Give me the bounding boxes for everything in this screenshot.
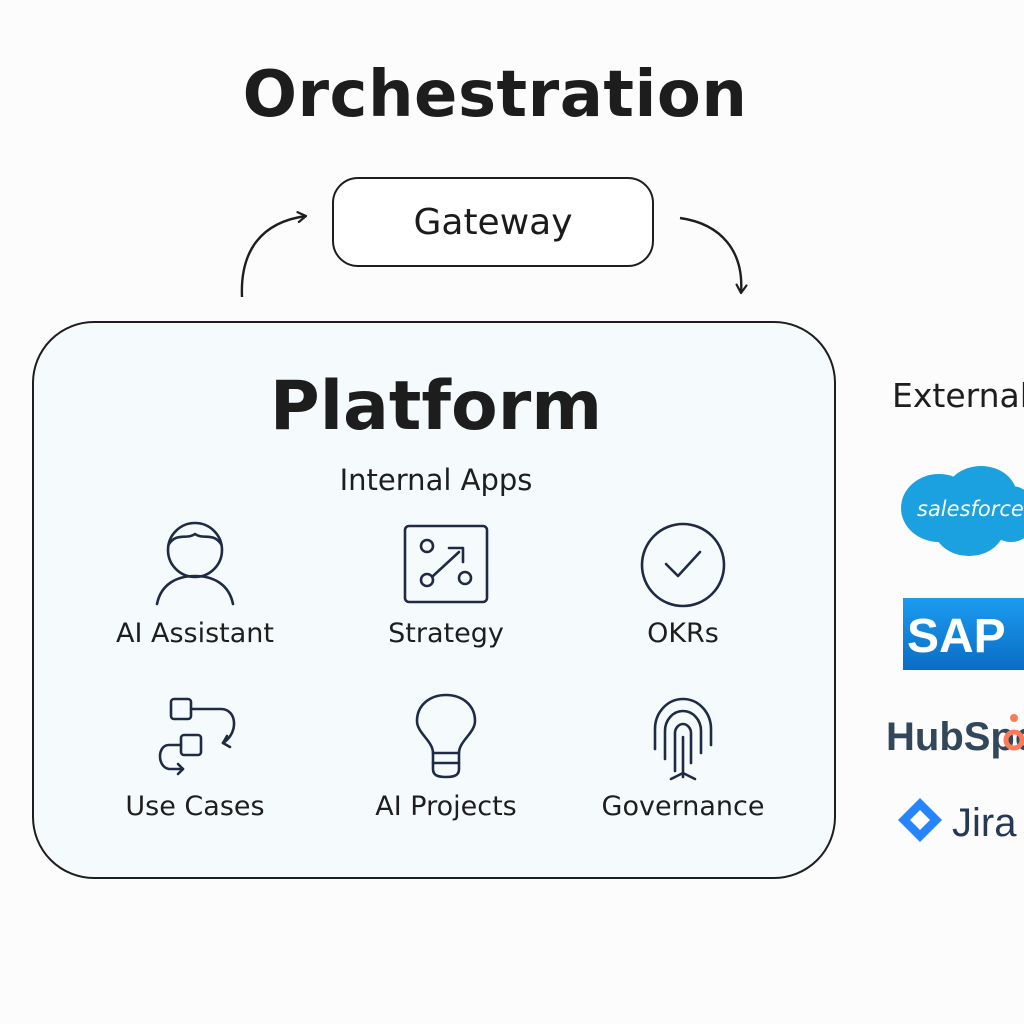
- person-icon: [65, 520, 325, 610]
- platform-title: Platform: [269, 367, 603, 446]
- sap-logo: SAP: [903, 598, 1024, 670]
- arrow-platform-to-gateway: [240, 216, 306, 298]
- salesforce-logo: salesforce: [899, 462, 1024, 560]
- jira-logo: Jira: [896, 796, 1024, 848]
- app-label: Use Cases: [125, 791, 265, 822]
- external-label: External: [892, 376, 1024, 415]
- app-label: AI Projects: [375, 791, 517, 822]
- hubspot-logo-text: HubSpot: [886, 715, 1024, 759]
- app-label: Strategy: [388, 618, 504, 649]
- app-label: OKRs: [647, 618, 719, 649]
- internal-apps-label: Internal Apps: [339, 463, 533, 497]
- gateway-node: Gateway: [332, 177, 654, 267]
- diagram-title: Orchestration: [242, 58, 748, 132]
- app-ai-assistant: AI Assistant: [65, 520, 325, 670]
- platform-node: Platform Internal Apps AI Assistant: [32, 321, 836, 879]
- fingerprint-icon: [553, 693, 813, 783]
- app-strategy: Strategy: [316, 520, 576, 670]
- sap-logo-text: SAP: [907, 610, 1006, 663]
- lightbulb-icon: [316, 693, 576, 783]
- app-label: AI Assistant: [115, 618, 275, 649]
- app-okrs: OKRs: [553, 520, 813, 670]
- strategy-board-icon: [316, 520, 576, 610]
- app-governance: Governance: [553, 693, 813, 843]
- gateway-label: Gateway: [413, 201, 573, 243]
- hubspot-logo: HubSpot: [886, 710, 1024, 766]
- app-label: Governance: [601, 791, 765, 822]
- check-circle-icon: [553, 520, 813, 610]
- app-use-cases: Use Cases: [65, 693, 325, 843]
- jira-logo-text: Jira: [952, 801, 1017, 845]
- app-ai-projects: AI Projects: [316, 693, 576, 843]
- flow-icon: [65, 693, 325, 783]
- salesforce-logo-text: salesforce: [917, 497, 1024, 521]
- arrow-gateway-to-platform: [679, 216, 741, 293]
